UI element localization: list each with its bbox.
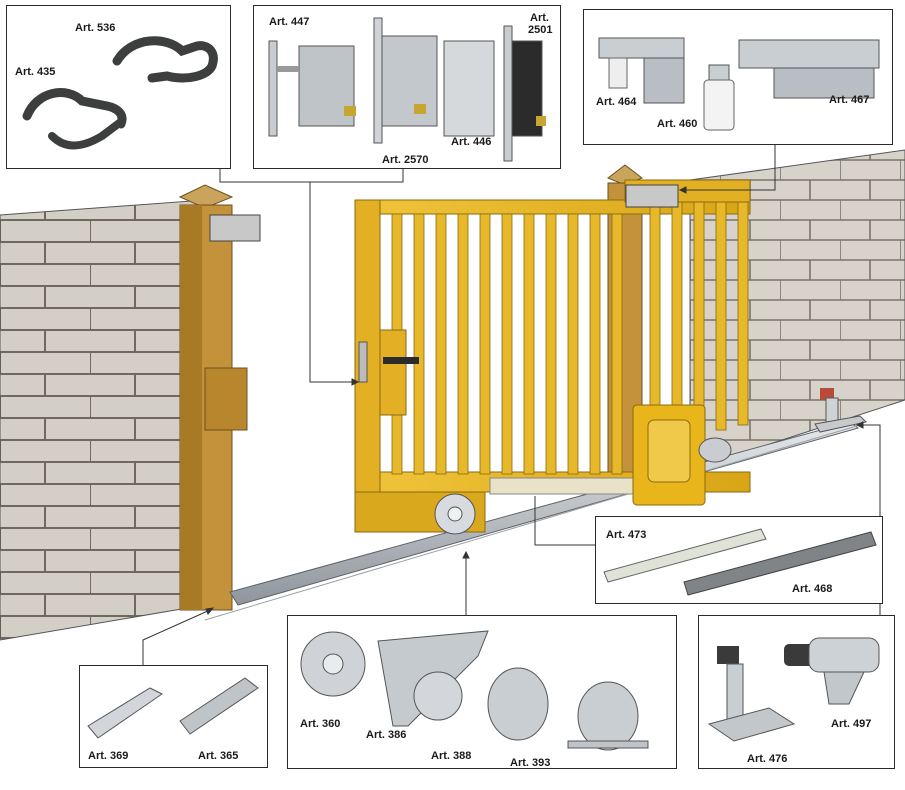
gate-stops-illustration <box>707 637 880 742</box>
label-art-464: Art. 464 <box>596 96 637 108</box>
guide-rollers-illustration <box>598 37 880 131</box>
label-art-460: Art. 460 <box>657 118 698 130</box>
label-art-435: Art. 435 <box>15 66 56 78</box>
wheels-panel: Art. 360 Art. 386 Art. 388 Art. 393 <box>287 615 677 769</box>
label-art-467: Art. 467 <box>829 94 870 106</box>
ground-rails-panel: Art. 369 Art. 365 <box>79 665 268 768</box>
gate-wheels-illustration <box>300 630 649 751</box>
label-art-365: Art. 365 <box>198 750 239 762</box>
label-art-473: Art. 473 <box>606 529 647 541</box>
label-art-393: Art. 393 <box>510 757 551 769</box>
gear-racks-panel: Art. 473 Art. 468 <box>595 516 883 604</box>
sliding-gate <box>354 179 751 535</box>
label-art-386: Art. 386 <box>366 729 407 741</box>
locks-panel: Art. 447 Art. 2501 Art. 2570 Art. 446 <box>253 5 561 169</box>
label-art-369: Art. 369 <box>88 750 129 762</box>
label-art-497: Art. 497 <box>831 718 872 730</box>
left-gate-post <box>178 184 261 611</box>
label-art-388: Art. 388 <box>431 750 472 762</box>
label-art-476: Art. 476 <box>747 753 788 765</box>
label-art-446: Art. 446 <box>451 136 492 148</box>
guide-rollers-panel: Art. 464 Art. 460 Art. 467 <box>583 9 893 145</box>
label-art-536: Art. 536 <box>75 22 116 34</box>
label-art-360: Art. 360 <box>300 718 341 730</box>
label-art-2501-line2: 2501 <box>528 24 553 36</box>
gate-stops-panel: Art. 476 Art. 497 <box>698 615 895 769</box>
gear-racks-illustration <box>603 528 877 596</box>
ground-rails-illustration <box>87 677 259 739</box>
locks-illustration <box>268 17 546 162</box>
label-art-447: Art. 447 <box>269 16 310 28</box>
door-handles-illustration <box>22 36 218 150</box>
handles-panel: Art. 536 Art. 435 <box>6 5 231 169</box>
label-art-468: Art. 468 <box>792 583 833 595</box>
left-wall <box>0 199 206 641</box>
label-art-2501-line1: Art. <box>530 12 549 24</box>
gate-stopper <box>814 388 868 433</box>
label-art-2570: Art. 2570 <box>382 154 429 166</box>
